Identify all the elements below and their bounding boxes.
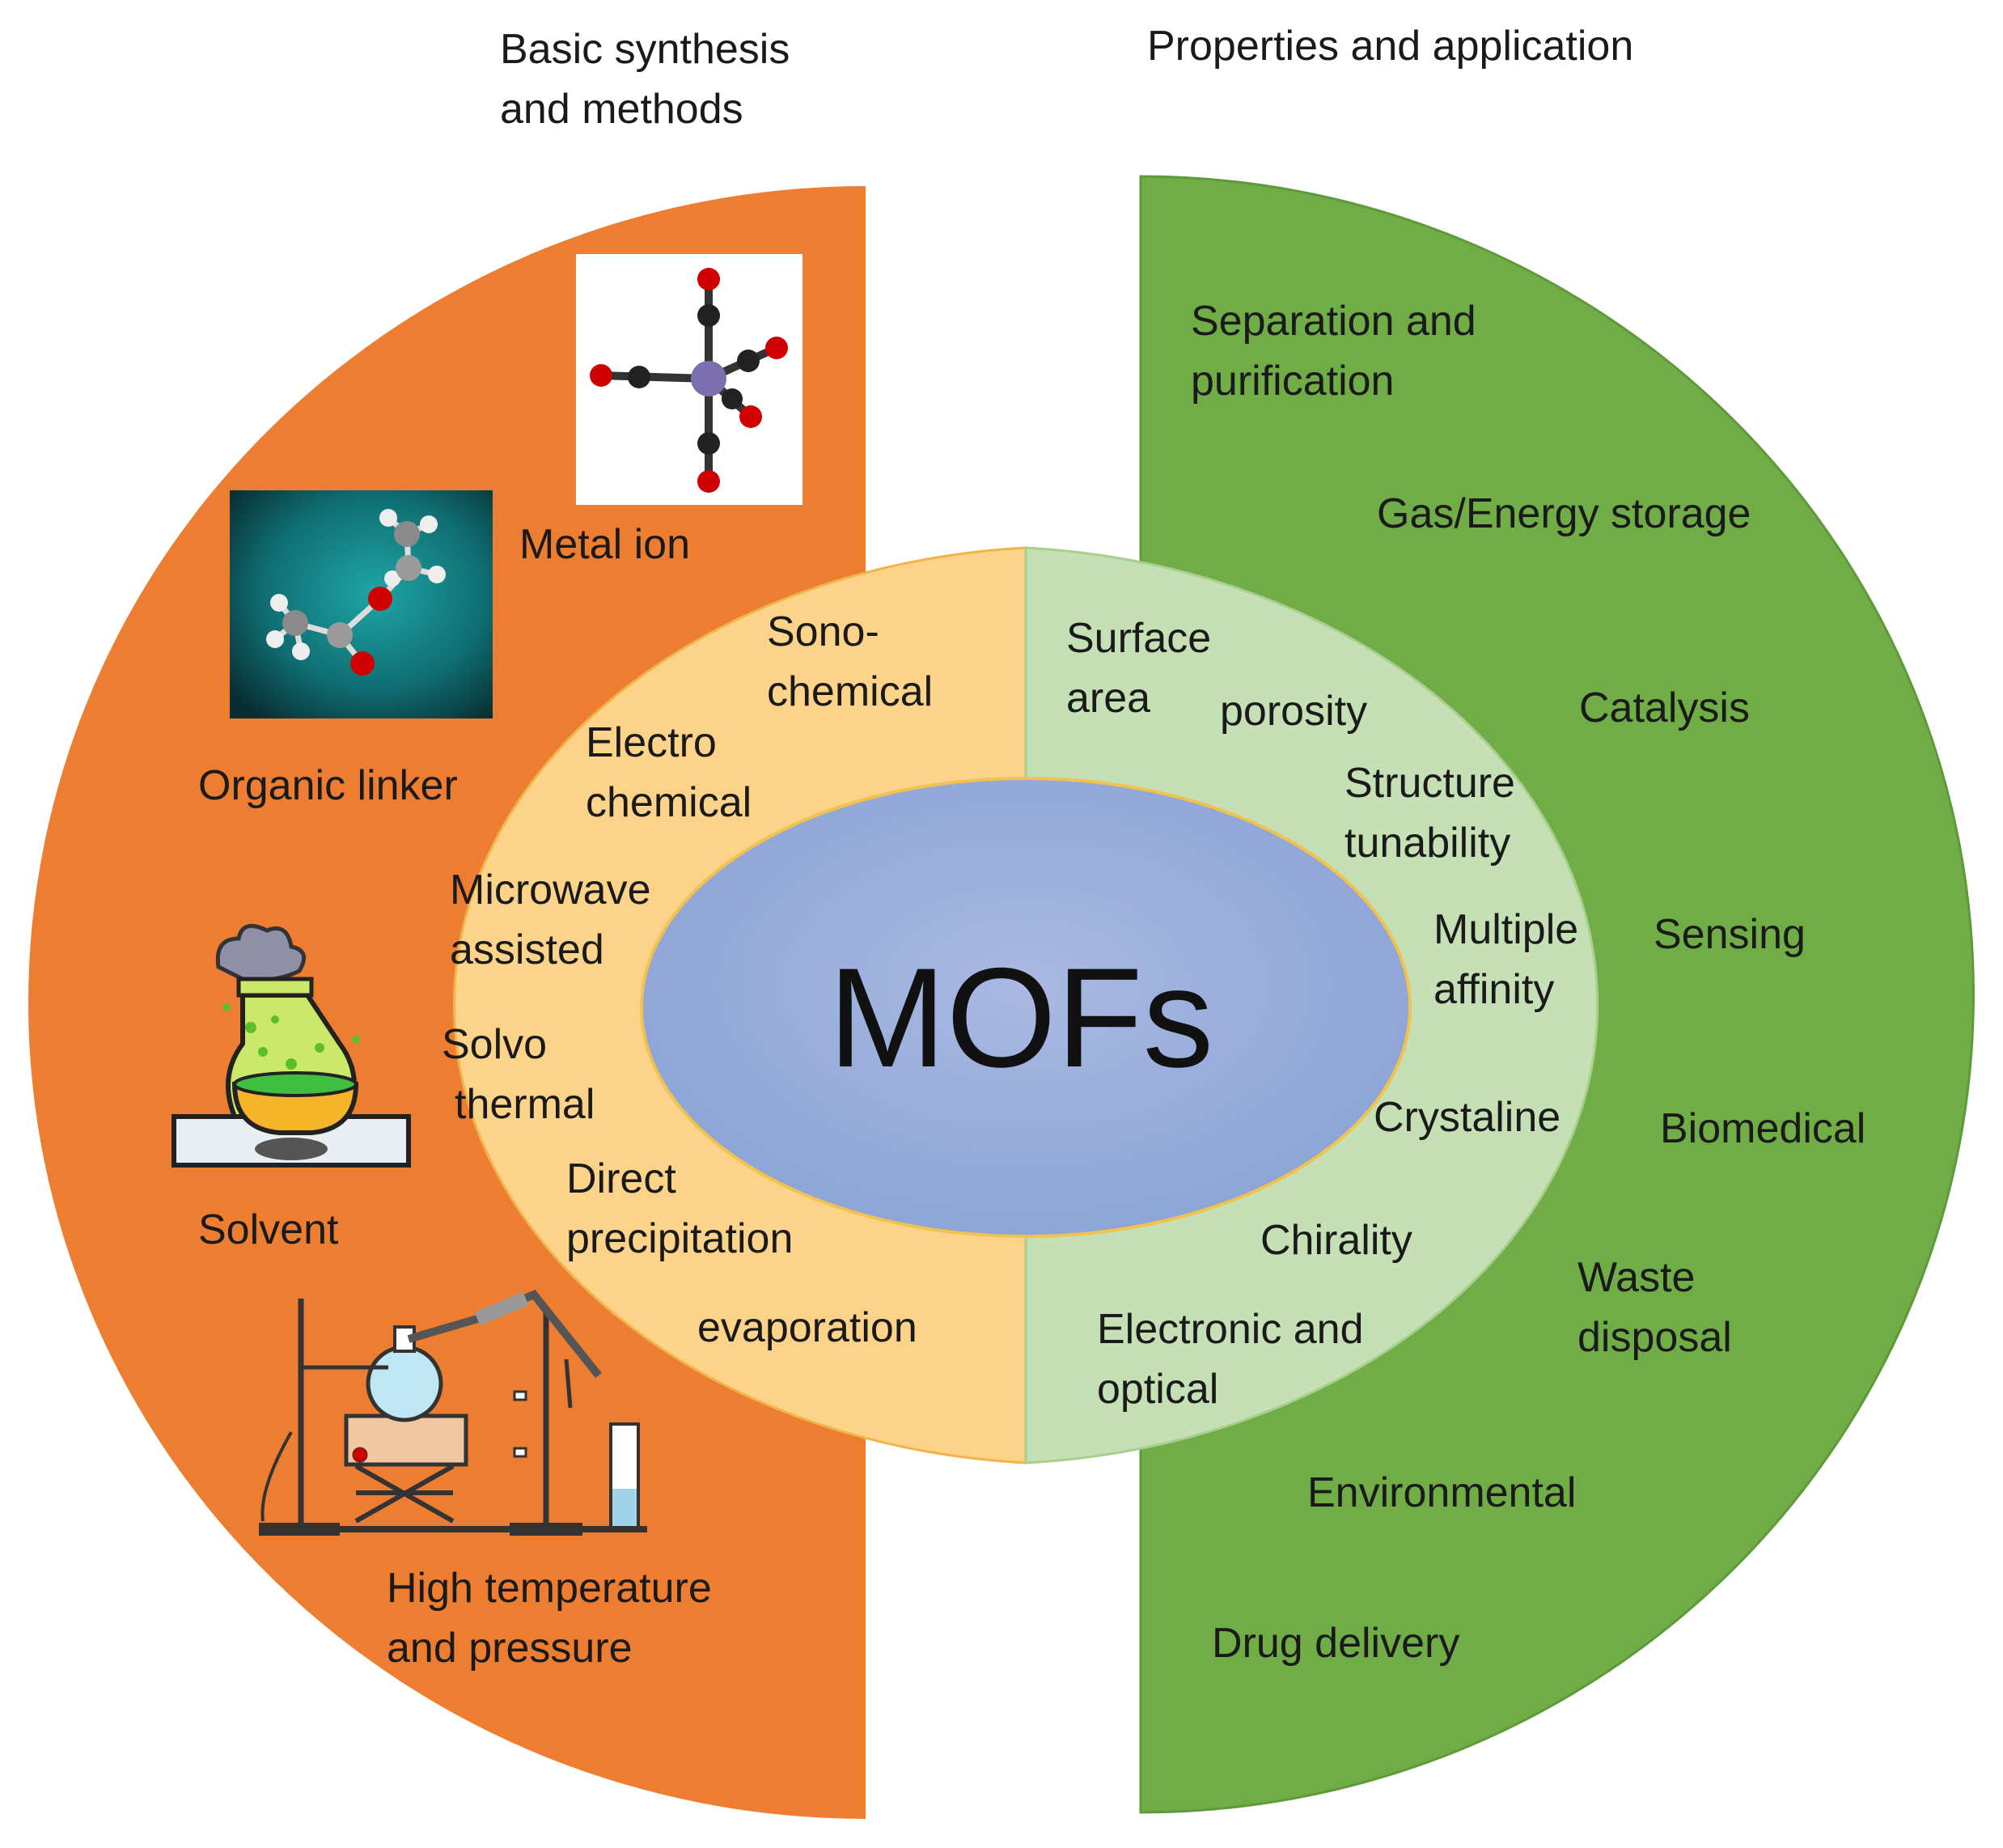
label-sonochemical-line-1: Sono- (767, 608, 879, 655)
label-separation-line-1: Separation and (1191, 298, 1476, 345)
label-sonochemical-line-2: chemical (767, 668, 933, 715)
label-electrochemical-line-1: Electro (586, 719, 717, 766)
center-label: MOFs (828, 939, 1213, 1097)
label-electronic-optical-line-2: optical (1097, 1366, 1218, 1413)
label-sensing: Sensing (1654, 911, 1806, 958)
label-separation-line-2: purification (1191, 358, 1394, 405)
label-solvothermal-line-2: thermal (455, 1081, 595, 1128)
label-porosity: porosity (1220, 688, 1367, 735)
left-header-line-2: and methods (500, 86, 743, 133)
label-multiple-affinity: Multiple affinity (1433, 906, 1590, 1013)
center-ellipse (640, 777, 1412, 1238)
label-structure-tunability: Structure tunability (1345, 760, 1527, 867)
label-crystaline: Crystaline (1374, 1094, 1560, 1141)
organic-linker-molecule-icon (230, 490, 493, 718)
left-header: Basic synthesis and methods (500, 26, 802, 133)
label-sonochemical: Sono- chemical (767, 608, 933, 715)
label-drug-delivery: Drug delivery (1212, 1620, 1459, 1667)
label-microwave: Microwave assisted (450, 867, 663, 973)
label-structure-tunability-line-2: tunability (1345, 820, 1510, 867)
left-header-line-1: Basic synthesis (500, 26, 790, 73)
label-direct-precipitation-line-2: precipitation (566, 1215, 793, 1262)
label-structure-tunability-line-1: Structure (1345, 760, 1515, 807)
label-multiple-affinity-line-2: affinity (1433, 966, 1554, 1013)
label-organic-linker: Organic linker (198, 762, 458, 809)
label-environmental: Environmental (1307, 1469, 1576, 1516)
label-direct-precipitation: Direct precipitation (566, 1155, 793, 1262)
metal-ion-molecule-icon (576, 254, 802, 505)
label-microwave-line-1: Microwave (450, 867, 651, 913)
label-high-temperature-line-1: High temperature (387, 1565, 712, 1612)
label-high-temperature-line-2: and pressure (387, 1625, 633, 1672)
right-header: Properties and application (1147, 23, 1633, 70)
label-metal-ion: Metal ion (519, 521, 690, 568)
label-direct-precipitation-line-1: Direct (566, 1155, 676, 1202)
label-waste-disposal-line-2: disposal (1577, 1314, 1732, 1361)
label-electronic-optical: Electronic and optical (1097, 1306, 1375, 1413)
label-waste-disposal: Waste disposal (1577, 1254, 1732, 1361)
label-separation: Separation and purification (1191, 298, 1488, 405)
label-catalysis: Catalysis (1579, 685, 1750, 731)
label-solvothermal: Solvo thermal (442, 1021, 595, 1128)
label-biomedical: Biomedical (1660, 1105, 1865, 1152)
label-surface-area-line-1: Surface (1066, 615, 1211, 662)
label-chirality: Chirality (1260, 1217, 1412, 1264)
label-gas-storage: Gas/Energy storage (1377, 490, 1751, 537)
label-surface-area: Surface area (1066, 615, 1223, 722)
label-microwave-line-2: assisted (450, 926, 604, 973)
label-high-temperature: High temperature and pressure (387, 1565, 723, 1672)
solvent-flask-icon (172, 923, 411, 1168)
label-electronic-optical-line-1: Electronic and (1097, 1306, 1364, 1353)
label-waste-disposal-line-1: Waste (1577, 1254, 1695, 1301)
label-surface-area-line-2: area (1066, 675, 1150, 722)
reflux-apparatus-icon (259, 1289, 647, 1536)
label-solvothermal-line-1: Solvo (442, 1021, 547, 1068)
label-multiple-affinity-line-1: Multiple (1433, 906, 1578, 953)
label-electrochemical-line-2: chemical (586, 779, 752, 826)
label-solvent: Solvent (198, 1206, 339, 1253)
label-electrochemical: Electro chemical (586, 719, 752, 826)
label-evaporation: evaporation (697, 1304, 917, 1351)
